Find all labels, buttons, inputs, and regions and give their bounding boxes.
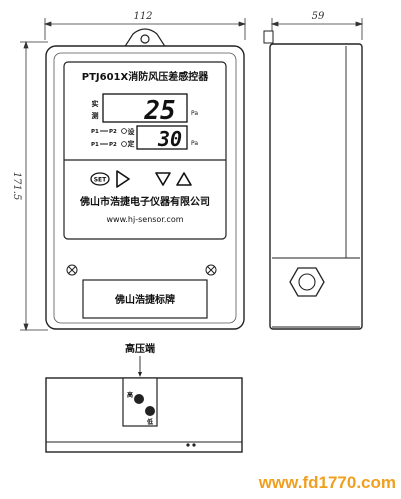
high-port-label: 高 xyxy=(127,391,133,399)
set-label-bottom: 定 xyxy=(128,139,135,148)
low-port-label: 低 xyxy=(146,418,153,426)
face-panel xyxy=(63,61,227,240)
watermark: www.fd1770.com xyxy=(258,473,396,492)
p2-label: P1 xyxy=(91,142,99,148)
bottom-view: 高压端 高 低 xyxy=(45,342,243,453)
housing-inner xyxy=(53,52,237,324)
p1-sub: P2 xyxy=(109,129,117,135)
p1-label: P1 xyxy=(91,129,99,135)
actual-unit: Pa xyxy=(191,110,198,117)
right-arrow-button[interactable] xyxy=(116,170,130,188)
p2-sub: P2 xyxy=(109,142,117,148)
down-arrow-button[interactable] xyxy=(155,172,171,186)
depth-dimension-label: 59 xyxy=(312,11,325,22)
model-title: PTJ601X消防风压差感控器 xyxy=(82,70,209,83)
height-dimension xyxy=(20,40,48,332)
set-button-label: SET xyxy=(94,177,107,184)
p2-led xyxy=(121,141,127,147)
set-label-top: 设 xyxy=(128,127,136,136)
nameplate-text: 佛山浩捷标牌 xyxy=(114,293,175,306)
up-arrow-button[interactable] xyxy=(176,172,192,186)
p2-indicator: P1 P2 xyxy=(91,141,127,148)
high-pressure-label: 高压端 xyxy=(125,342,155,355)
set-button[interactable]: SET xyxy=(90,172,110,186)
set-unit: Pa xyxy=(191,140,198,147)
company-name: 佛山市浩捷电子仪器有限公司 xyxy=(79,195,210,208)
width-dimension xyxy=(43,18,247,40)
front-view: PTJ601X消防风压差感控器 实 测 25 Pa P1 P2 P1 P2 设 … xyxy=(45,28,245,330)
side-tab xyxy=(263,30,274,44)
side-view xyxy=(263,30,363,330)
high-port xyxy=(134,394,144,404)
hanging-hole xyxy=(140,34,150,44)
bottom-dot-2 xyxy=(192,443,196,447)
p1-led xyxy=(121,128,127,134)
width-dimension-label: 112 xyxy=(133,11,152,22)
nameplate xyxy=(82,279,208,319)
actual-value: 25 xyxy=(143,96,175,126)
actual-label-bottom: 测 xyxy=(92,111,99,120)
height-dimension-label: 171.5 xyxy=(11,172,22,201)
bottom-dot-1 xyxy=(186,443,190,447)
set-display xyxy=(136,125,188,150)
screw-left xyxy=(66,264,78,276)
screw-right xyxy=(205,264,217,276)
low-port xyxy=(145,406,155,416)
website: www.hj-sensor.com xyxy=(106,215,183,224)
pressure-fitting-core xyxy=(298,273,316,291)
actual-display xyxy=(102,93,188,123)
p1-indicator: P1 P2 xyxy=(91,128,127,135)
depth-dimension xyxy=(270,18,364,40)
set-value: 30 xyxy=(157,127,182,151)
actual-label-top: 实 xyxy=(92,99,99,108)
